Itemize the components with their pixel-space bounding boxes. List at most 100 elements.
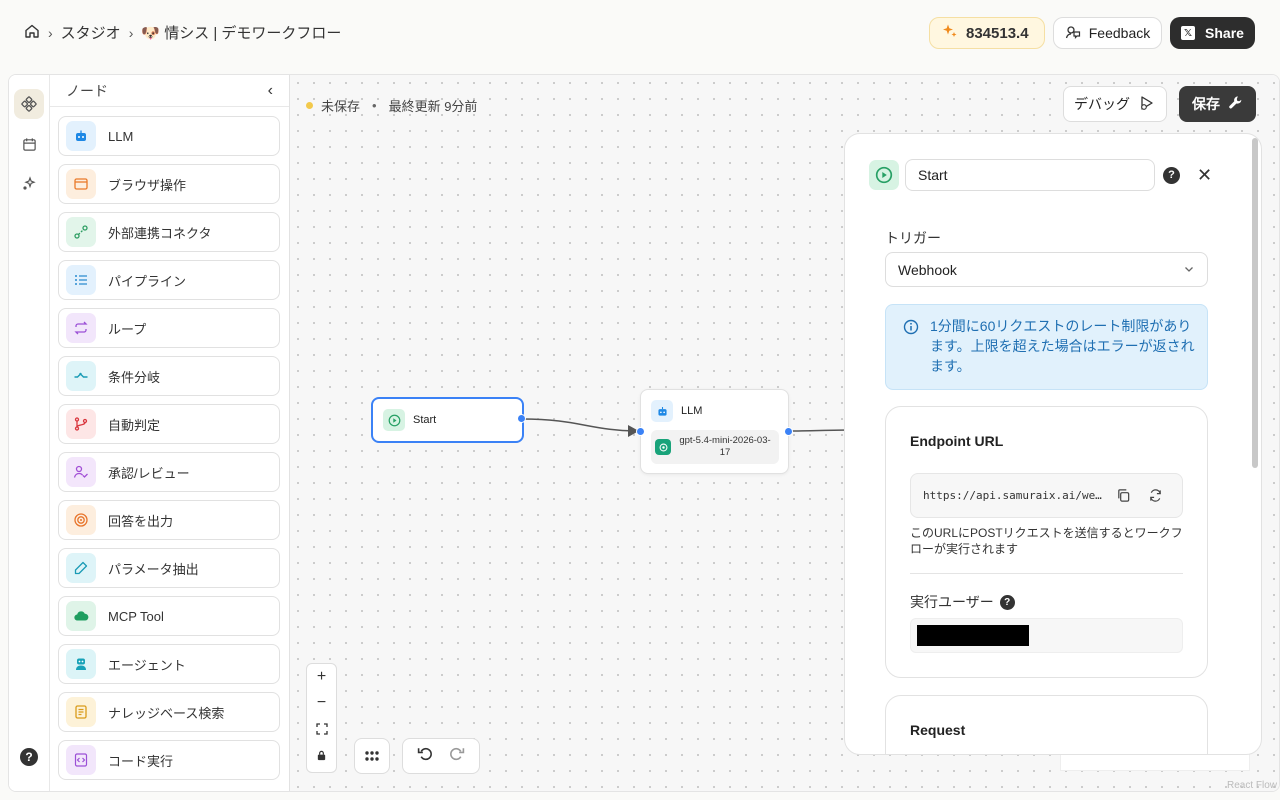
help-icon[interactable]: ? (14, 742, 44, 772)
endpoint-url: https://api.samuraix.ai/we… (923, 489, 1102, 502)
node-item-label: LLM (108, 129, 133, 144)
start-output-handle[interactable] (517, 414, 526, 423)
grid-menu-icon[interactable] (354, 738, 390, 774)
fork-icon (66, 409, 96, 439)
node-list: LLM ブラウザ操作外部連携コネクタパイプラインループ条件分岐自動判定承認/レビュ… (58, 116, 280, 788)
node-item-label: 条件分岐 (108, 367, 160, 386)
node-item[interactable]: パラメータ抽出 (58, 548, 280, 588)
credit-badge[interactable]: 834513.4 (929, 17, 1045, 49)
calendar-icon[interactable] (14, 129, 44, 159)
breadcrumb: › スタジオ › 🐶 情シス | デモワークフロー (24, 22, 341, 43)
connector-icon (66, 217, 96, 247)
trigger-label: トリガー (885, 228, 941, 248)
redo-icon[interactable] (448, 745, 465, 767)
play-icon (383, 409, 405, 431)
node-item[interactable]: ループ (58, 308, 280, 348)
home-icon[interactable] (24, 23, 40, 43)
feedback-label: Feedback (1089, 25, 1150, 41)
trigger-value: Webhook (898, 262, 957, 278)
save-button[interactable]: 保存 (1179, 86, 1256, 122)
node-item-label: エージェント (108, 655, 186, 674)
robot-icon (66, 121, 96, 151)
node-item[interactable]: パイプライン (58, 260, 280, 300)
lock-icon[interactable] (307, 742, 336, 768)
model-name: gpt-5.4-mini-2026-03-17 (679, 435, 771, 459)
node-item-label: 自動判定 (108, 415, 160, 434)
workflow-editor: ? ノード ‹ LLM ブラウザ操作外部連携コネクタパイプラインループ条件分岐自動… (8, 74, 1280, 792)
share-button[interactable]: 𝕏 Share (1170, 17, 1255, 49)
divider (910, 573, 1183, 574)
loop-icon (66, 313, 96, 343)
node-item-label: パラメータ抽出 (108, 559, 199, 578)
share-label: Share (1205, 25, 1244, 41)
node-item[interactable]: 外部連携コネクタ (58, 212, 280, 252)
ai-sparkle-icon[interactable] (14, 169, 44, 199)
start-node[interactable]: Start (371, 397, 524, 443)
copy-icon[interactable] (1116, 488, 1131, 506)
llm-node[interactable]: LLM gpt-5.4-mini-2026-03-17 (640, 389, 789, 474)
cloud-icon (66, 601, 96, 631)
refresh-icon[interactable] (1148, 488, 1163, 506)
llm-node-label: LLM (681, 405, 702, 417)
trigger-select[interactable]: Webhook (885, 252, 1208, 287)
properties-panel: Start ? ✕ トリガー Webhook 1分間に60リクエストのレート制限… (844, 133, 1262, 755)
node-item[interactable]: ブラウザ操作 (58, 164, 280, 204)
pipette-icon (66, 553, 96, 583)
agent-icon (66, 649, 96, 679)
react-flow-attribution[interactable]: React Flow (1227, 780, 1277, 791)
browser-icon (66, 169, 96, 199)
llm-input-handle[interactable] (636, 427, 645, 436)
help-icon[interactable]: ? (1000, 595, 1015, 610)
info-icon (903, 319, 919, 340)
close-icon[interactable]: ✕ (1197, 165, 1212, 186)
node-item-label: パイプライン (108, 271, 186, 290)
nodes-icon[interactable] (14, 89, 44, 119)
llm-output-handle[interactable] (784, 427, 793, 436)
debug-button[interactable]: デバッグ (1063, 86, 1167, 122)
breadcrumb-workflow[interactable]: 🐶 情シス | デモワークフロー (141, 22, 341, 43)
node-item-label: 承認/レビュー (108, 463, 190, 482)
save-label: 保存 (1192, 94, 1220, 114)
node-item-label: 外部連携コネクタ (108, 223, 211, 242)
undo-icon[interactable] (417, 745, 434, 767)
palette-title: ノード (66, 81, 108, 101)
breadcrumb-studio[interactable]: スタジオ (61, 22, 121, 43)
zoom-out-icon[interactable]: − (307, 690, 336, 716)
panel-scrollbar[interactable] (1252, 138, 1258, 468)
feedback-button[interactable]: Feedback (1053, 17, 1162, 49)
redacted-user (917, 625, 1029, 646)
node-item[interactable]: ナレッジベース検索 (58, 692, 280, 732)
model-chip: gpt-5.4-mini-2026-03-17 (651, 430, 779, 464)
user-check-icon (66, 457, 96, 487)
collapse-icon[interactable]: ‹ (268, 82, 273, 100)
exec-user-label: 実行ユーザー (910, 592, 994, 612)
workflow-canvas[interactable]: 未保存 • 最終更新 9分前 デバッグ 保存 Start (290, 75, 1280, 792)
exec-user-field[interactable] (910, 618, 1183, 653)
node-item-label: ブラウザ操作 (108, 175, 186, 194)
code-icon (66, 745, 96, 775)
node-item[interactable]: エージェント (58, 644, 280, 684)
node-item[interactable]: コード実行 (58, 740, 280, 780)
rate-limit-info: 1分間に60リクエストのレート制限があります。上限を超えた場合はエラーが返されま… (885, 304, 1208, 390)
node-item-label: 回答を出力 (108, 511, 173, 530)
icon-rail: ? (9, 75, 50, 792)
wrench-icon (1228, 95, 1243, 113)
node-item[interactable]: 承認/レビュー (58, 452, 280, 492)
branch-icon (66, 361, 96, 391)
list-icon (66, 265, 96, 295)
credit-value: 834513.4 (966, 25, 1029, 42)
node-item-label: ナレッジベース検索 (108, 703, 224, 722)
node-item-label: コード実行 (108, 751, 173, 770)
fit-view-icon[interactable] (307, 716, 336, 742)
chevron-right-icon: › (48, 25, 53, 41)
node-item[interactable]: 回答を出力 (58, 500, 280, 540)
node-item[interactable]: 条件分岐 (58, 356, 280, 396)
zoom-in-icon[interactable]: + (307, 664, 336, 690)
node-item[interactable]: LLM (58, 116, 280, 156)
target-icon (66, 505, 96, 535)
node-item[interactable]: 自動判定 (58, 404, 280, 444)
endpoint-url-field[interactable]: https://api.samuraix.ai/we… (910, 473, 1183, 518)
help-icon[interactable]: ? (1163, 167, 1180, 184)
node-item[interactable]: MCP Tool (58, 596, 280, 636)
node-name-input[interactable]: Start (905, 159, 1155, 191)
